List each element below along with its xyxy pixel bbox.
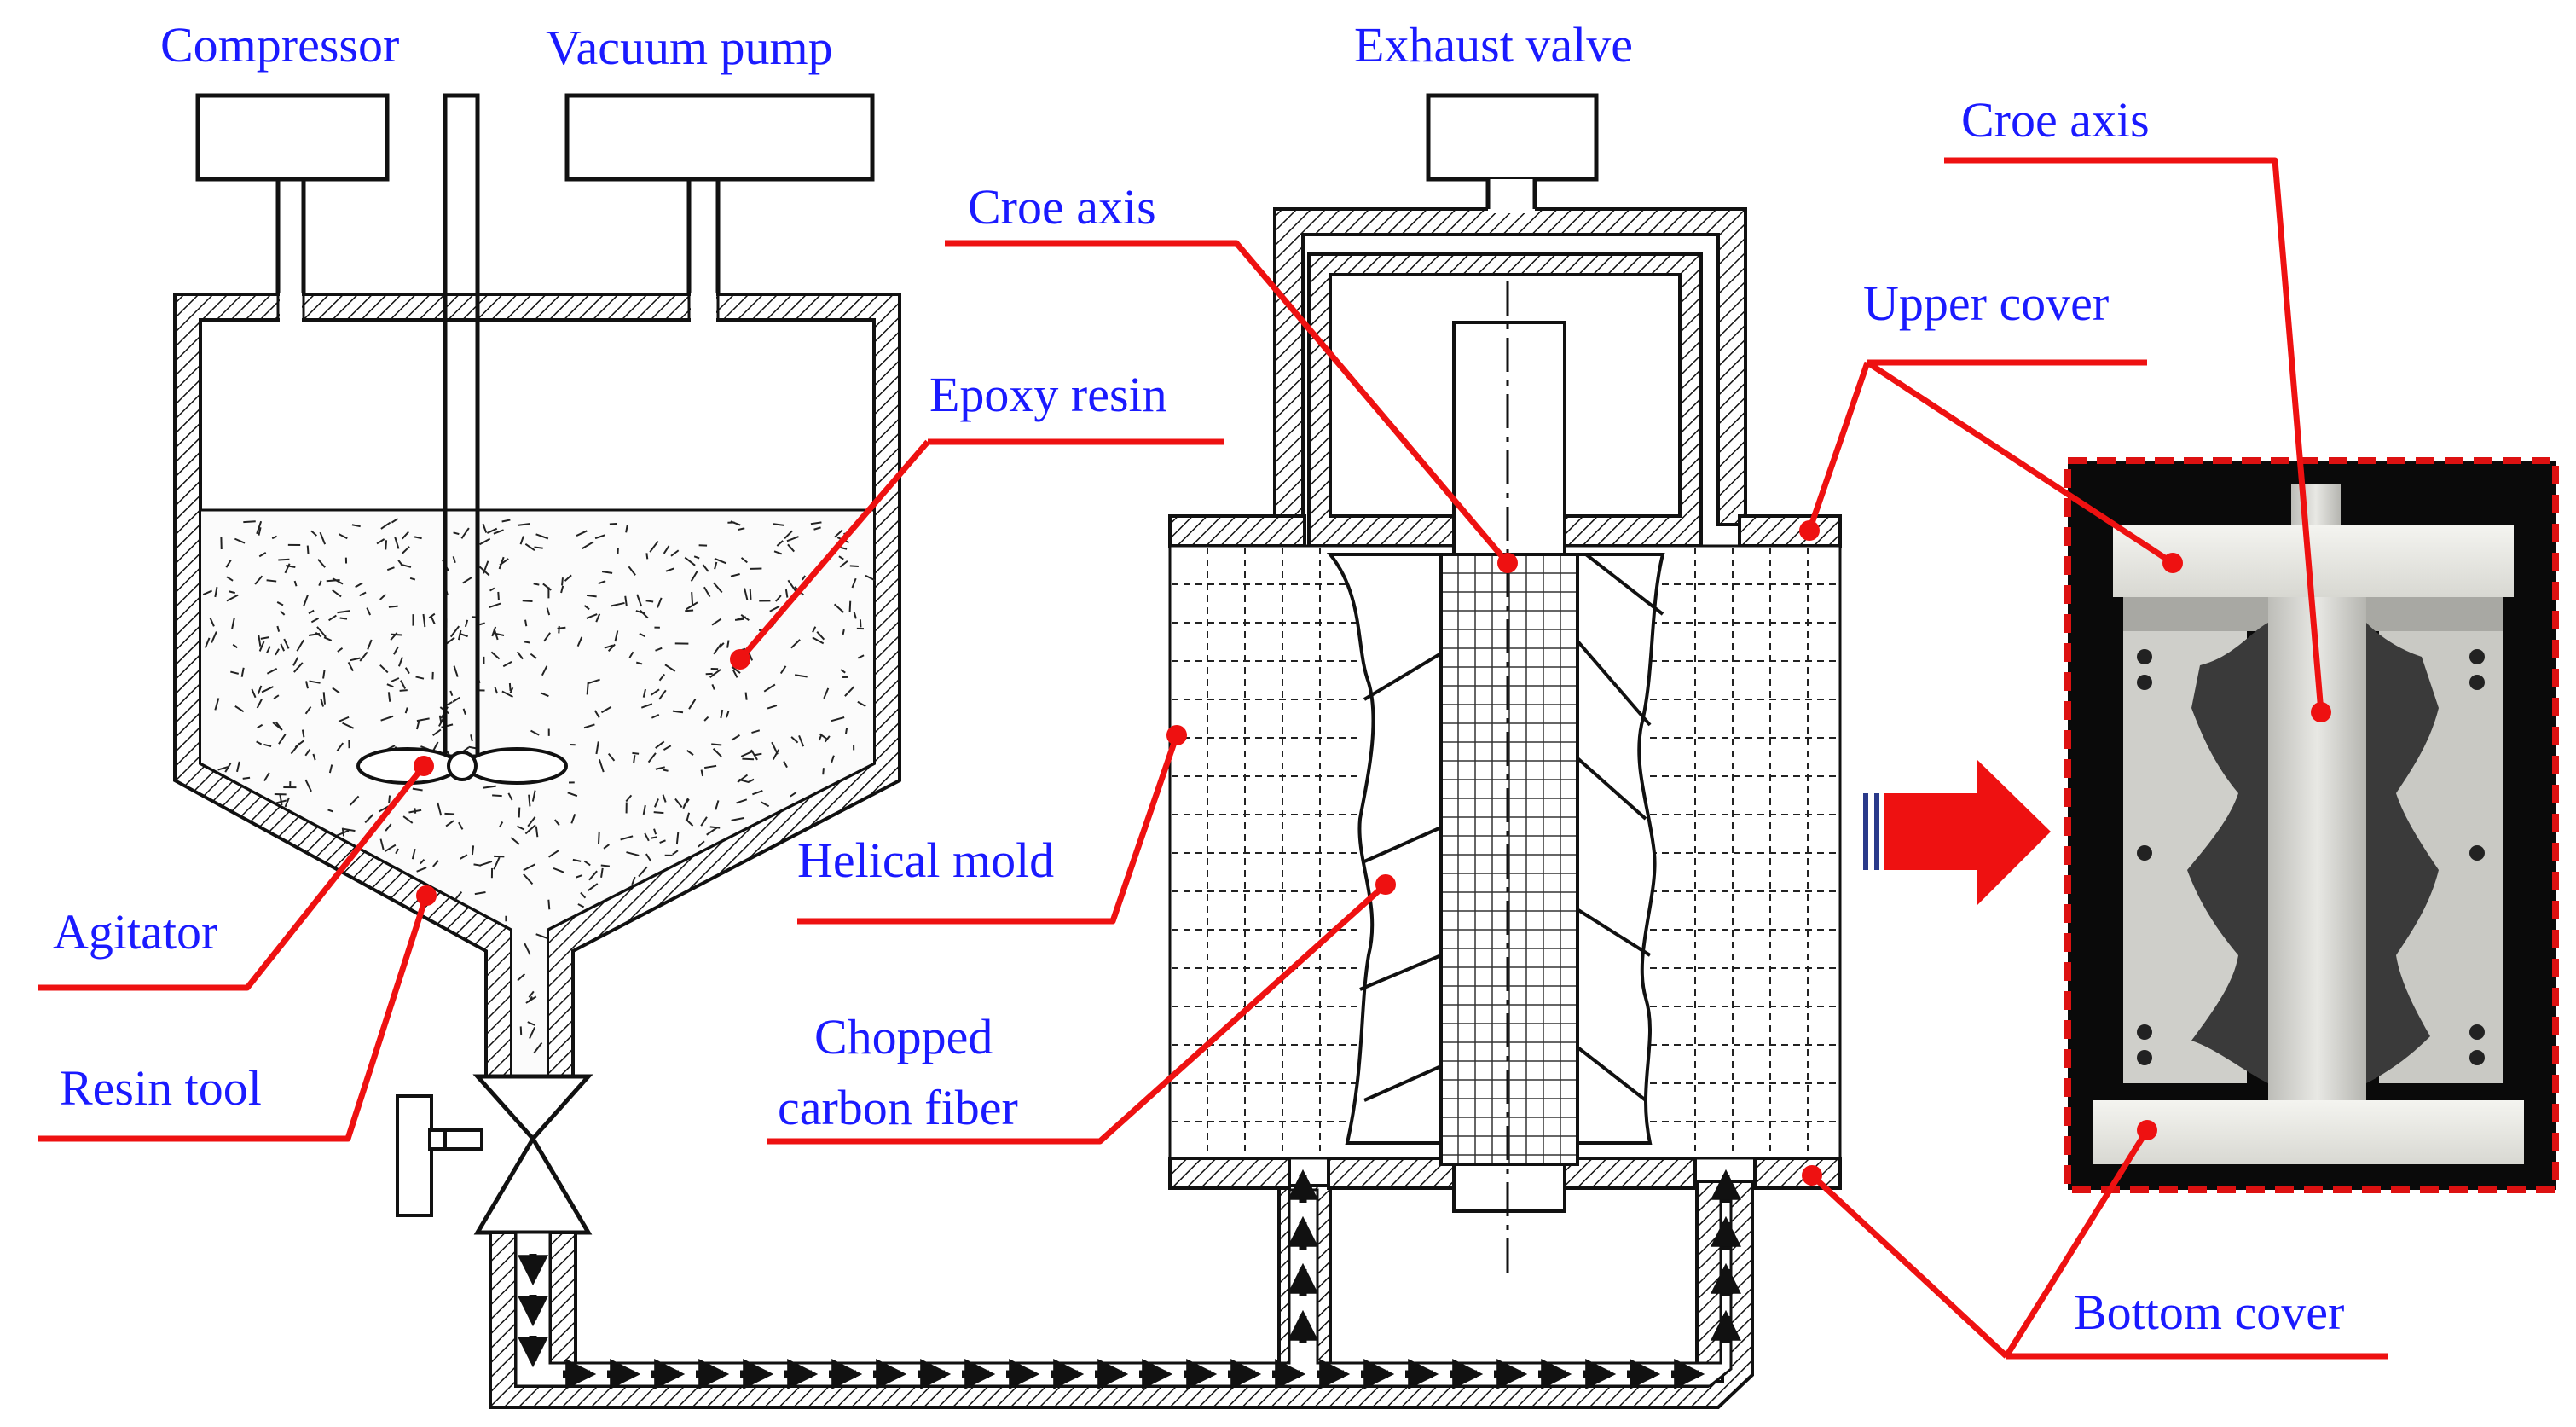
resin-tank [173, 93, 901, 1235]
mold-grid [1172, 548, 1838, 1157]
mold-photo [2064, 457, 2559, 1193]
label-compressor: Compressor [160, 17, 399, 73]
bottom-cover-right [1753, 1157, 1842, 1190]
compressor-box [195, 93, 390, 182]
label-carbon-fiber: carbon fiber [778, 1080, 1018, 1135]
core-axis-top [1452, 321, 1566, 565]
helix-lines [1359, 553, 1664, 1102]
labels: Compressor Vacuum pump Exhaust valve Cro… [53, 17, 2344, 1340]
agitator-blades [356, 747, 568, 785]
flow-arrows [518, 1169, 1741, 1389]
compressor-pipe [275, 177, 306, 311]
label-exhaust-valve: Exhaust valve [1354, 17, 1633, 73]
label-resin-tool: Resin tool [60, 1060, 262, 1116]
label-helical-mold: Helical mold [797, 832, 1054, 888]
core-axis-bottom [1452, 1163, 1566, 1213]
vacuum-pump-box [564, 93, 875, 182]
fiber-speckles [202, 518, 876, 1054]
bottom-cover-left [1168, 1157, 1291, 1190]
label-chopped: Chopped [814, 1009, 993, 1064]
upper-cover-left [1168, 514, 1306, 548]
photo-bottom-cover [2093, 1100, 2524, 1164]
epoxy-resin-fill [201, 510, 873, 1076]
vacuum-pump-pipe [686, 177, 721, 311]
exhaust-valve-box [1426, 93, 1599, 182]
label-bottom-cover: Bottom cover [2074, 1285, 2344, 1340]
label-core-axis-photo: Croe axis [1961, 92, 2150, 148]
leader-lines [38, 157, 2388, 1360]
upper-cover-right [1738, 514, 1842, 548]
label-vacuum-pump: Vacuum pump [546, 20, 833, 75]
resin-feed-pipe [489, 1169, 1754, 1409]
label-core-axis-center: Croe axis [968, 179, 1156, 235]
core-axis-grid [1443, 556, 1576, 1163]
label-epoxy-resin: Epoxy resin [929, 367, 1167, 422]
valve [396, 1074, 593, 1235]
helical-mold-assembly [1168, 93, 1842, 1275]
label-agitator: Agitator [53, 904, 217, 960]
label-upper-cover: Upper cover [1863, 276, 2109, 331]
transition-arrow [1863, 759, 2051, 906]
